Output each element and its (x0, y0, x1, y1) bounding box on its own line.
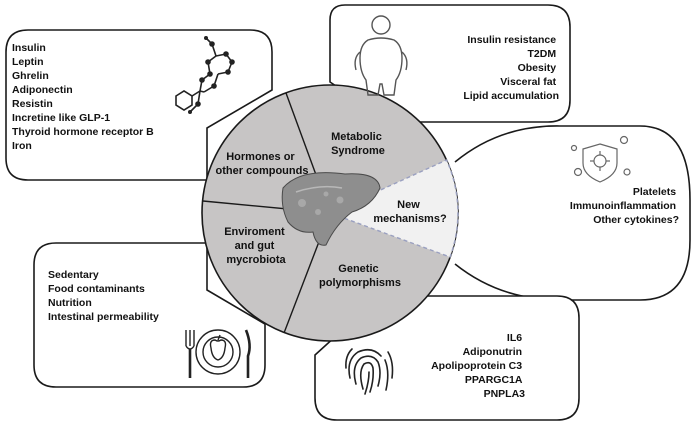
segment-environment-line-3: mycrobiota (226, 254, 286, 266)
segment-metabolic-line-1: Metabolic (331, 131, 382, 143)
genetic-item: PPARGC1A (465, 374, 523, 386)
metabolic-item: Visceral fat (500, 76, 556, 88)
hormones-item: Thyroid hormone receptor B (12, 126, 154, 138)
new-mechanisms-item: Immunoinflammation (570, 200, 676, 212)
metabolic-item: Obesity (518, 62, 557, 74)
genetic-list: IL6 Adiponutrin Apolipoprotein C3 PPARGC… (431, 332, 525, 400)
metabolic-item: T2DM (527, 48, 556, 60)
segment-metabolic-line-2: Syndrome (331, 145, 385, 157)
environment-item: Nutrition (48, 297, 92, 309)
environment-list: Sedentary Food contaminants Nutrition In… (48, 269, 159, 323)
hormones-item: Adiponectin (12, 84, 73, 96)
segment-new-line-2: mechanisms? (373, 213, 447, 225)
plate-cutlery-icon (185, 329, 251, 378)
segment-label-genetic: Genetic polymorphisms (319, 263, 401, 289)
molecule-structure-icon (175, 36, 235, 114)
segment-genetic-line-2: polymorphisms (319, 277, 401, 289)
metabolic-box (329, 4, 571, 123)
metabolic-list: Insulin resistance T2DM Obesity Visceral… (463, 34, 559, 102)
hormones-item: Resistin (12, 98, 53, 110)
genetic-item: Apolipoprotein C3 (431, 360, 522, 372)
segment-label-new: New mechanisms? (373, 199, 447, 225)
segment-environment-line-2: and gut (235, 240, 275, 252)
hormones-item: Insulin (12, 42, 46, 54)
segment-label-metabolic: Metabolic Syndrome (331, 131, 385, 157)
hormones-item: Iron (12, 140, 32, 152)
new-mechanisms-box (454, 125, 691, 301)
new-mechanisms-slice (328, 159, 459, 258)
hormones-item: Ghrelin (12, 70, 49, 82)
segment-label-hormones: Hormones or other compounds (216, 151, 309, 177)
segment-hormones-line-1: Hormones or (226, 151, 295, 163)
hormones-item: Incretine like GLP-1 (12, 112, 110, 124)
virus-shield-icon (570, 135, 631, 183)
fingerprint-icon (345, 348, 394, 395)
segment-genetic-line-1: Genetic (338, 263, 378, 275)
new-mechanisms-item: Other cytokines? (593, 214, 679, 226)
segment-hormones-line-2: other compounds (216, 165, 309, 177)
genetic-item: PNPLA3 (484, 388, 526, 400)
hormones-list: Insulin Leptin Ghrelin Adiponectin Resis… (12, 42, 157, 152)
new-mechanisms-list: Platelets Immunoinflammation Other cytok… (570, 186, 679, 226)
environment-item: Food contaminants (48, 283, 145, 295)
segment-label-environment: Enviroment and gut mycrobiota (224, 226, 288, 266)
metabolic-item: Lipid accumulation (463, 90, 559, 102)
genetic-item: IL6 (507, 332, 522, 344)
hormones-item: Leptin (12, 56, 44, 68)
segment-environment-line-1: Enviroment (224, 226, 285, 238)
obese-person-icon (354, 15, 408, 96)
liver-icon (281, 172, 381, 246)
genetic-item: Adiponutrin (463, 346, 522, 358)
environment-item: Sedentary (48, 269, 99, 281)
environment-box (33, 242, 266, 388)
new-mechanisms-item: Platelets (633, 186, 676, 198)
metabolic-item: Insulin resistance (467, 34, 556, 46)
hormones-box (5, 29, 273, 181)
segment-new-line-1: New (397, 199, 420, 211)
environment-item: Intestinal permeability (48, 311, 159, 323)
